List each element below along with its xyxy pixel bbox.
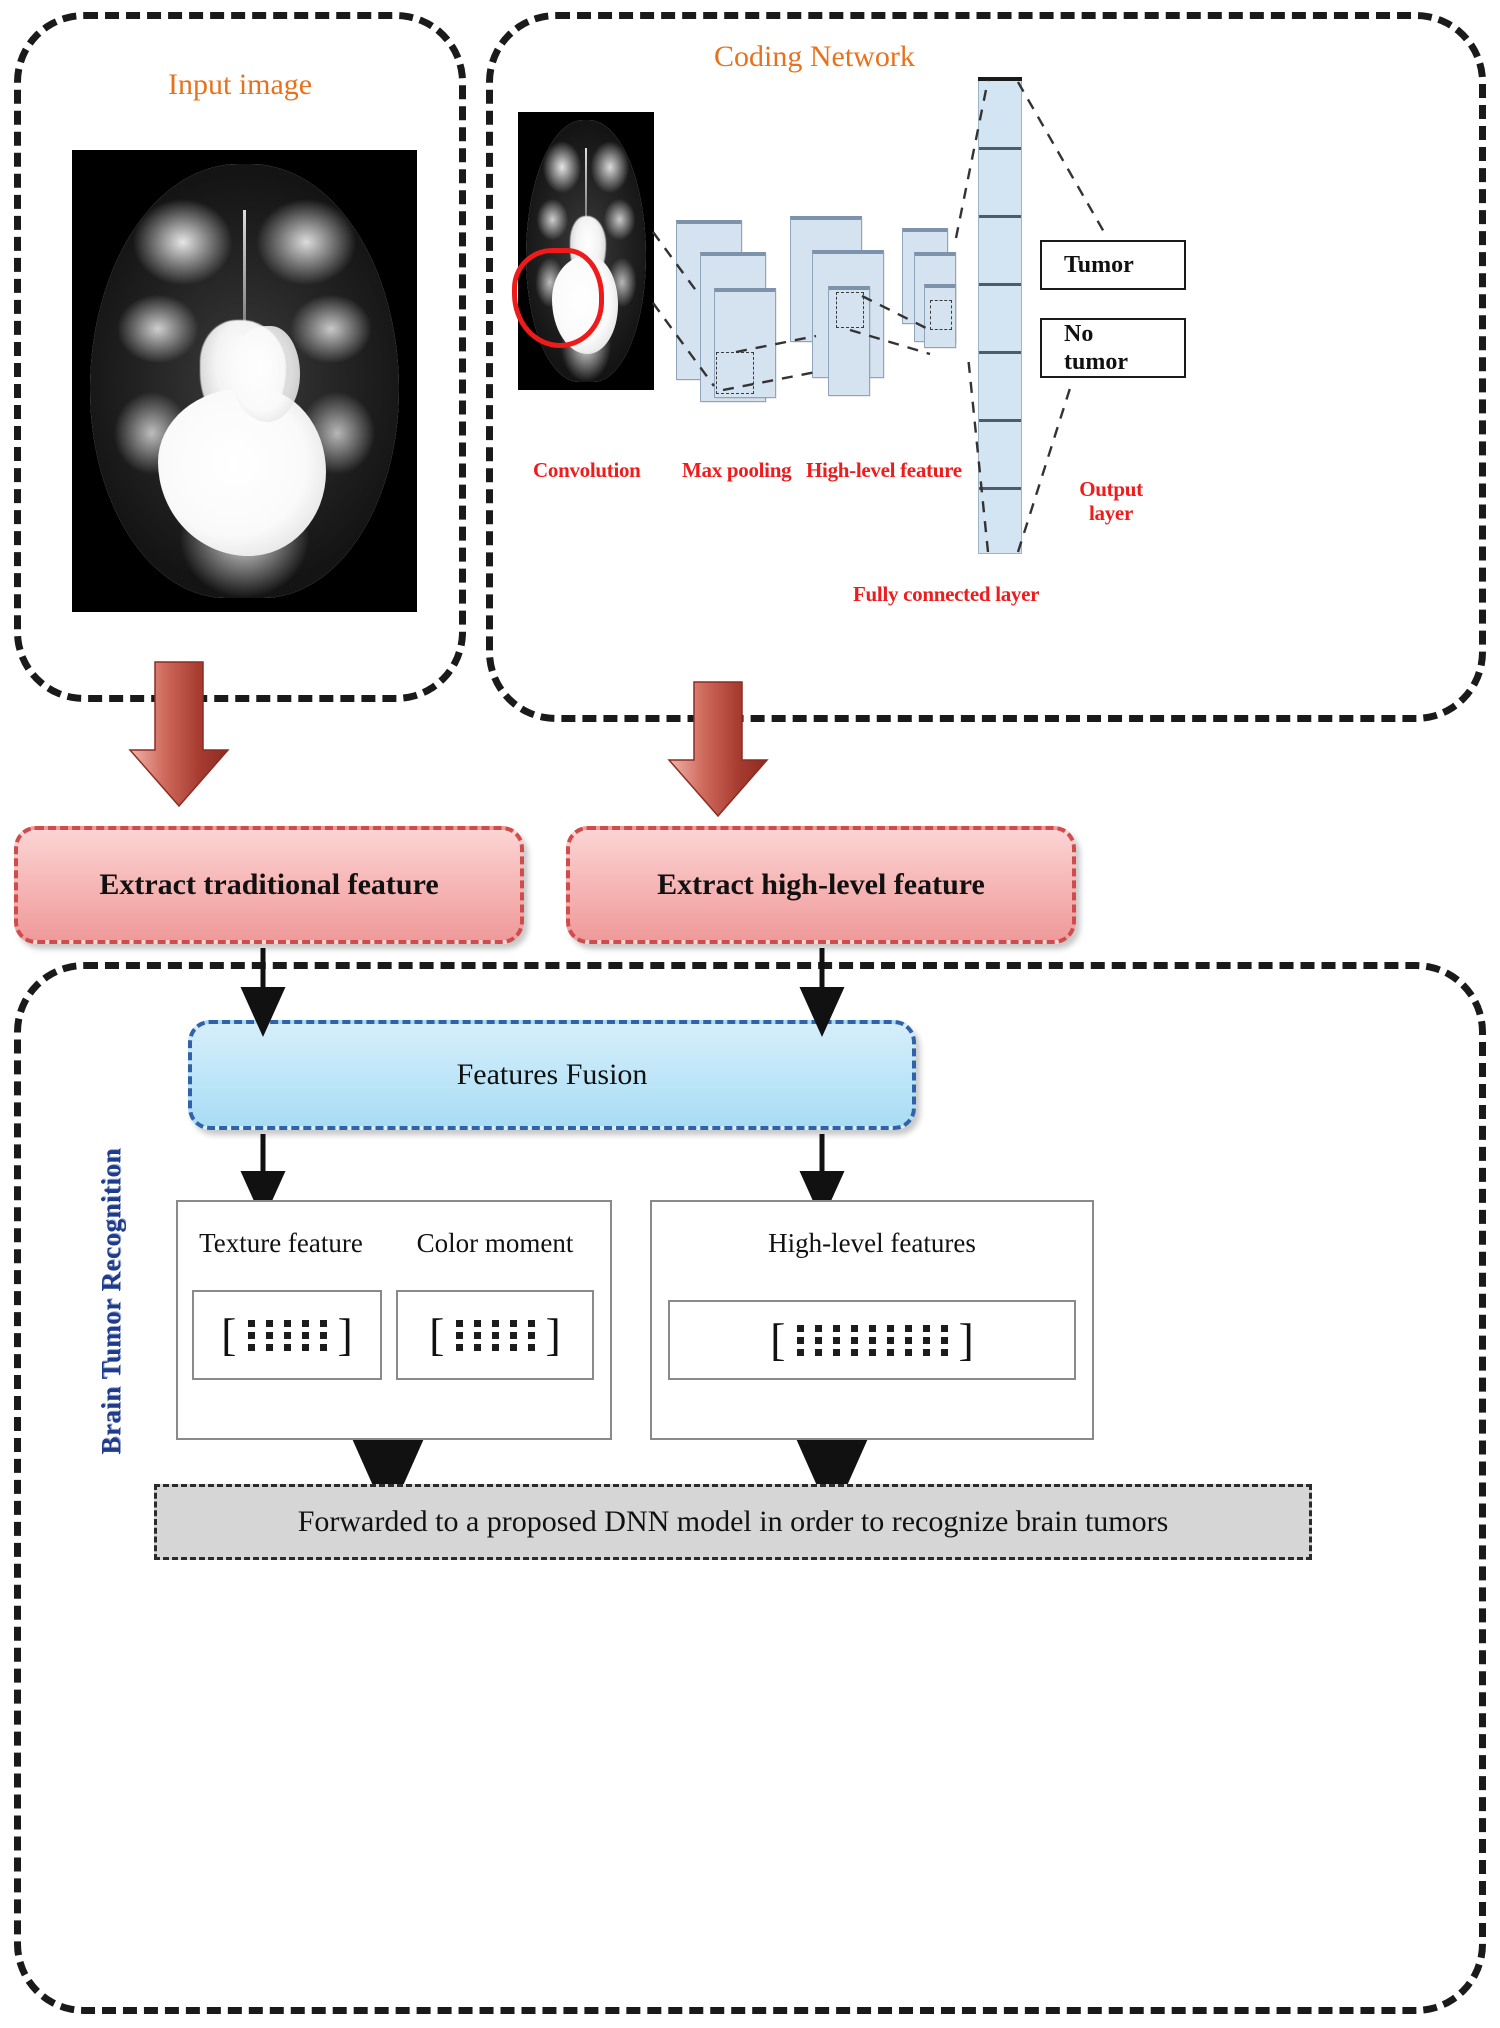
vector-dots-column	[509, 1319, 517, 1351]
extract-high-level-feature-label: Extract high-level feature	[657, 868, 985, 901]
vector-dots-column	[247, 1319, 255, 1351]
fc-divider-4	[979, 351, 1021, 354]
high-level-features-label: High-level features	[768, 1228, 976, 1258]
fc-top-cap	[978, 77, 1022, 81]
lesion-region-secondary	[230, 326, 300, 422]
texture-feature-label: Texture feature	[199, 1228, 363, 1258]
vector-dots-column	[491, 1319, 499, 1351]
vector-dots-column	[455, 1319, 463, 1351]
fc-divider-5	[979, 419, 1021, 422]
highlevel-receptive-field-3	[930, 300, 952, 330]
extract-traditional-feature-box[interactable]: Extract traditional feature	[14, 826, 524, 944]
vector-dots-column	[319, 1319, 327, 1351]
color-moment-vector: [ ]	[396, 1290, 594, 1380]
vector-left-bracket: [	[429, 1309, 445, 1360]
label-convolution: Convolution	[533, 458, 641, 482]
vector-dots-column	[940, 1324, 948, 1356]
features-fusion-label: Features Fusion	[456, 1058, 648, 1091]
vector-dots-column	[301, 1319, 309, 1351]
vector-dots-column	[922, 1324, 930, 1356]
high-level-feature-vector: [ ]	[668, 1300, 1076, 1380]
vector-dots-column	[886, 1324, 894, 1356]
label-fully-connected-layer: Fully connected layer	[853, 582, 1040, 606]
vector-dots-column	[904, 1324, 912, 1356]
vector-right-bracket: ]	[337, 1309, 353, 1360]
vector-left-bracket: [	[221, 1309, 237, 1360]
fc-divider-6	[979, 487, 1021, 490]
input-image-panel	[14, 12, 466, 702]
output-box-tumor: Tumor	[1040, 240, 1186, 290]
brain-tumor-recognition-panel	[14, 962, 1486, 2014]
output-label-tumor: Tumor	[1064, 251, 1134, 278]
input-image-title: Input image	[168, 68, 313, 101]
fc-divider-1	[979, 147, 1021, 150]
lesion-region	[158, 388, 326, 556]
tumor-annotation-outline	[512, 248, 604, 348]
color-moment-label: Color moment	[416, 1228, 574, 1258]
vector-dots-column	[796, 1324, 804, 1356]
fc-divider-3	[979, 283, 1021, 286]
texture-feature-vector: [ ]	[192, 1290, 382, 1380]
vector-dots-column	[527, 1319, 535, 1351]
brain-midline	[243, 210, 246, 360]
pool-receptive-field-2	[836, 292, 864, 328]
vector-right-bracket: ]	[545, 1309, 561, 1360]
vector-dots-column	[832, 1324, 840, 1356]
vector-dots-column	[473, 1319, 481, 1351]
input-mri-image	[72, 150, 417, 612]
dnn-statement-label: Forwarded to a proposed DNN model in ord…	[297, 1505, 1169, 1538]
coding-network-panel	[486, 12, 1486, 722]
coding-network-title: Coding Network	[714, 40, 915, 73]
vector-dots-column	[868, 1324, 876, 1356]
vector-dots-column	[814, 1324, 822, 1356]
vector-right-bracket: ]	[958, 1314, 974, 1365]
conv-receptive-field-1	[716, 352, 754, 394]
vector-dots-column	[265, 1319, 273, 1351]
fully-connected-column	[978, 77, 1022, 554]
output-box-no-tumor: No tumor	[1040, 318, 1186, 378]
vector-dots-column	[850, 1324, 858, 1356]
vector-left-bracket: [	[770, 1314, 786, 1365]
extract-traditional-feature-label: Extract traditional feature	[99, 868, 439, 901]
extract-high-level-feature-box[interactable]: Extract high-level feature	[566, 826, 1076, 944]
label-output-layer: Output layer	[1079, 477, 1143, 525]
vector-dots-column	[283, 1319, 291, 1351]
brain-midline-small	[585, 148, 587, 240]
dnn-statement-bar: Forwarded to a proposed DNN model in ord…	[154, 1484, 1312, 1560]
fc-divider-2	[979, 215, 1021, 218]
output-label-no-tumor: No tumor	[1064, 320, 1128, 375]
label-high-level-feature: High-level feature	[806, 458, 962, 482]
brain-tumor-recognition-title: Brain Tumor Recognition	[96, 1148, 126, 1455]
features-fusion-box[interactable]: Features Fusion	[188, 1020, 916, 1130]
label-max-pooling: Max pooling	[682, 458, 792, 482]
